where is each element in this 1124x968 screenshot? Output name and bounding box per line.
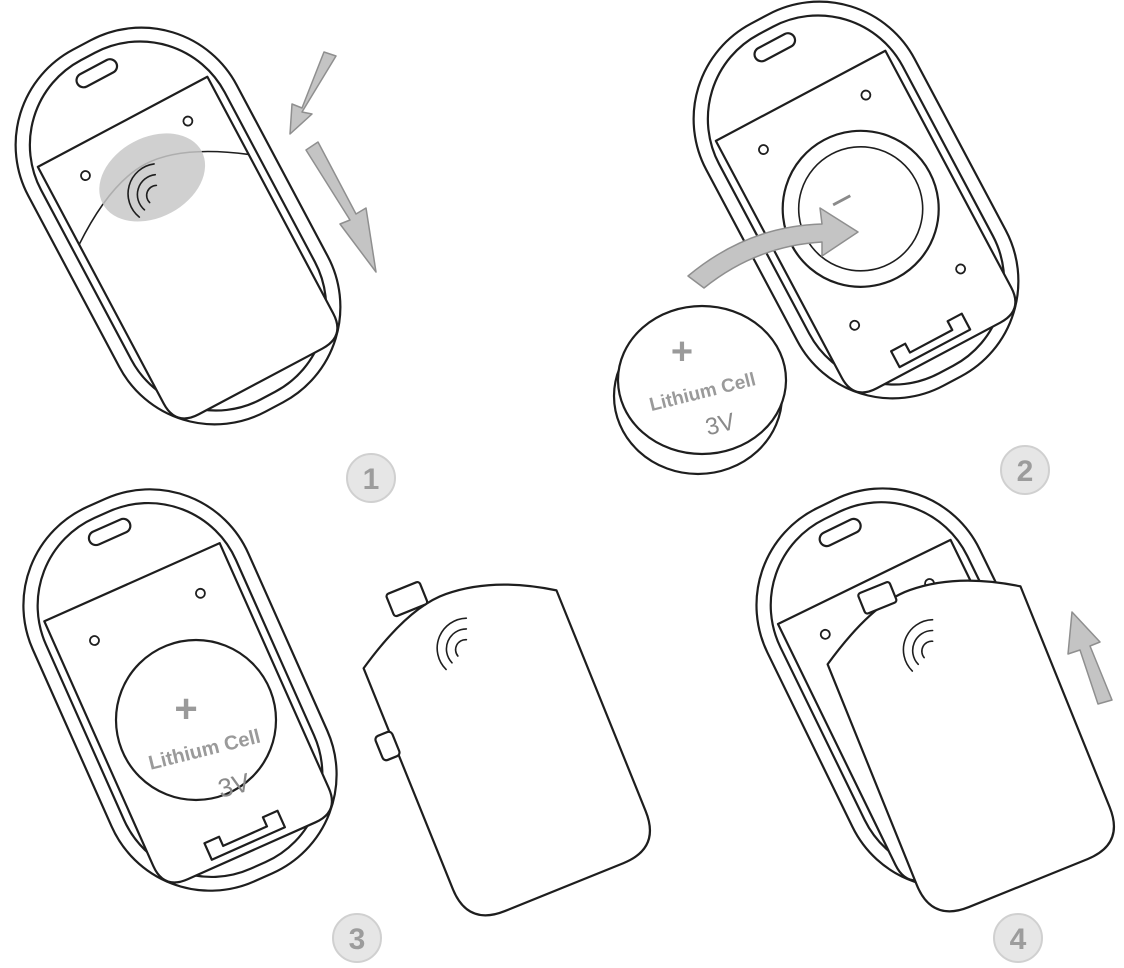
step-1-badge: 1 <box>347 454 395 502</box>
step-4-number: 4 <box>1010 923 1027 956</box>
loose-battery-cover <box>326 535 660 932</box>
coin-cell-face <box>618 306 786 454</box>
step-2-badge: 2 <box>1001 446 1049 494</box>
press-arrow-icon <box>290 52 336 134</box>
step-3-panel: + Lithium Cell 3V 3 <box>0 455 661 962</box>
plus-sign: + <box>174 687 197 731</box>
step-2-number: 2 <box>1017 455 1034 488</box>
step-3-badge: 3 <box>333 914 381 962</box>
step-2-panel: − + Lithium Cell 3V 2 <box>614 0 1056 494</box>
step-4-badge: 4 <box>994 914 1042 962</box>
plus-sign: + <box>671 331 693 373</box>
step-1-number: 1 <box>363 463 380 496</box>
step-3-number: 3 <box>349 923 366 956</box>
coin-cell-battery: + Lithium Cell 3V <box>614 306 786 474</box>
step-1-panel: 1 <box>0 0 395 502</box>
push-up-arrow-icon <box>1068 612 1112 704</box>
step-4-panel: 4 <box>720 452 1124 962</box>
